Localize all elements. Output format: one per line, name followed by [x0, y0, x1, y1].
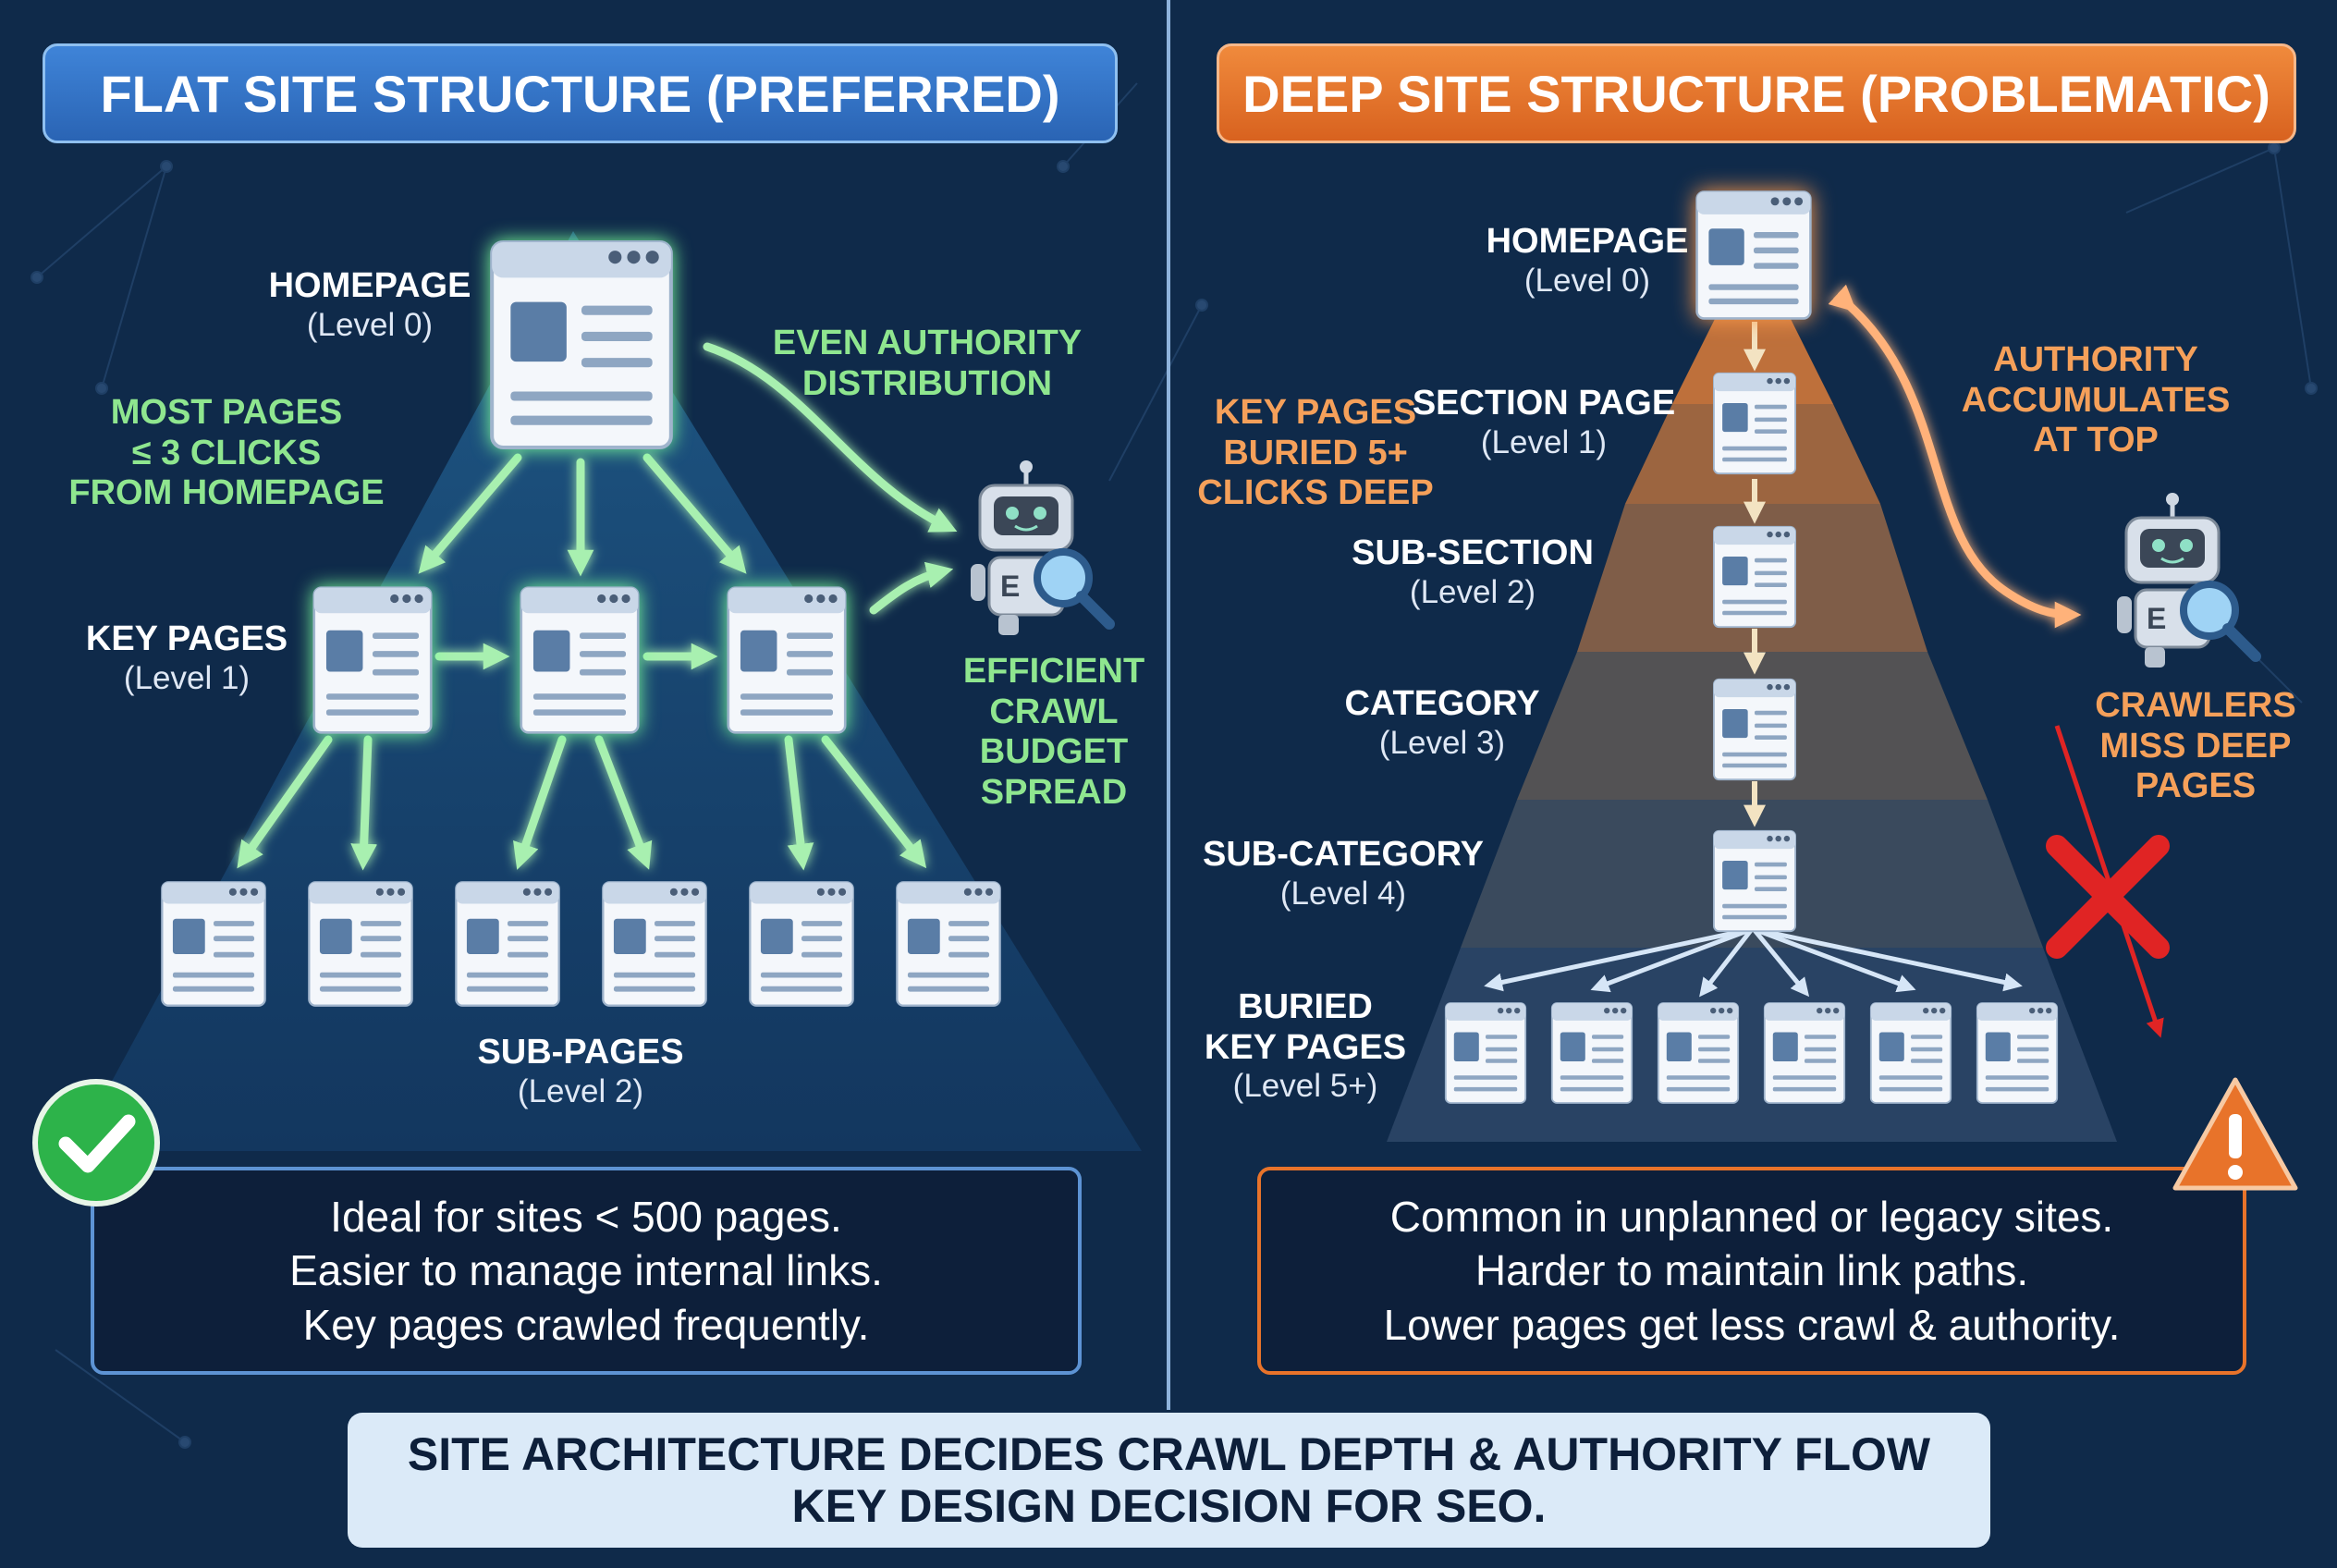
webpage-icon [1713, 829, 1796, 933]
deep-note-line: Common in unplanned or legacy sites. [1389, 1192, 2114, 1241]
deep-homepage-label: HOMEPAGE(Level 0) [1486, 222, 1689, 299]
webpage-icon [1713, 525, 1796, 629]
efficient-crawl-callout: EFFICIENT CRAWL BUDGET SPREAD [962, 652, 1145, 813]
svg-text:E: E [2147, 602, 2166, 635]
webpage-icon [602, 881, 707, 1007]
robot-icon: E [971, 460, 1115, 635]
webpage-icon [1763, 1002, 1846, 1104]
section-page-label: SECTION PAGE(Level 1) [1412, 384, 1676, 460]
webpage-icon [1695, 190, 1812, 320]
checkmark-icon [32, 1079, 160, 1207]
key-pages-buried-callout: KEY PAGES BURIED 5+ CLICKS DEEP [1197, 393, 1434, 513]
deep-structure-title: DEEP SITE STRUCTURE (PROBLEMATIC) [1217, 43, 2296, 143]
flat-note-line: Ideal for sites < 500 pages. [330, 1192, 842, 1241]
conclusion-banner: SITE ARCHITECTURE DECIDES CRAWL DEPTH & … [348, 1413, 1990, 1548]
category-label: CATEGORY(Level 3) [1344, 684, 1540, 761]
deep-summary-box: Common in unplanned or legacy sites. Har… [1257, 1167, 2246, 1375]
warning-icon [2172, 1077, 2298, 1191]
deep-note-line: Lower pages get less crawl & authority. [1383, 1300, 2121, 1349]
most-pages-callout: MOST PAGES ≤ 3 CLICKS FROM HOMEPAGE [68, 393, 385, 513]
flat-homepage-label: HOMEPAGE(Level 0) [268, 266, 471, 343]
sub-section-label: SUB-SECTION(Level 2) [1352, 533, 1594, 610]
banner-line: SITE ARCHITECTURE DECIDES CRAWL DEPTH & … [407, 1428, 1931, 1480]
red-cross-icon [2046, 835, 2170, 959]
webpage-icon [308, 881, 413, 1007]
webpage-icon [1713, 678, 1796, 781]
webpage-icon [896, 881, 1001, 1007]
webpage-icon [455, 881, 560, 1007]
even-authority-callout: EVEN AUTHORITY DISTRIBUTION [772, 324, 1083, 403]
webpage-icon [727, 586, 847, 734]
sub-category-label: SUB-CATEGORY(Level 4) [1203, 835, 1484, 912]
robot-icon: E [2117, 493, 2261, 668]
webpage-icon [1444, 1002, 1527, 1104]
authority-accumulates-callout: AUTHORITY ACCUMULATES AT TOP [1961, 340, 2231, 460]
banner-line: KEY DESIGN DECISION FOR SEO. [791, 1480, 1547, 1532]
svg-text:E: E [1000, 570, 1020, 603]
flat-note-line: Easier to manage internal links. [289, 1246, 883, 1295]
deep-note-line: Harder to maintain link paths. [1474, 1246, 2029, 1295]
key-pages-label: KEY PAGES(Level 1) [85, 619, 288, 696]
webpage-icon [1869, 1002, 1952, 1104]
sub-pages-label: SUB-PAGES(Level 2) [477, 1033, 684, 1109]
webpage-icon [1657, 1002, 1740, 1104]
flat-summary-box: Ideal for sites < 500 pages. Easier to m… [91, 1167, 1082, 1375]
webpage-icon [1713, 372, 1796, 475]
webpage-icon [1976, 1002, 2059, 1104]
flat-note-line: Key pages crawled frequently. [302, 1300, 870, 1349]
webpage-icon [1550, 1002, 1633, 1104]
webpage-icon [490, 240, 673, 449]
webpage-icon [520, 586, 640, 734]
flat-structure-title: FLAT SITE STRUCTURE (PREFERRED) [43, 43, 1118, 143]
buried-key-pages-label: BURIED KEY PAGES(Level 5+) [1204, 987, 1407, 1105]
webpage-icon [161, 881, 266, 1007]
webpage-icon [312, 586, 433, 734]
webpage-icon [749, 881, 854, 1007]
crawlers-miss-callout: CRAWLERS MISS DEEP PAGES [2095, 686, 2296, 806]
